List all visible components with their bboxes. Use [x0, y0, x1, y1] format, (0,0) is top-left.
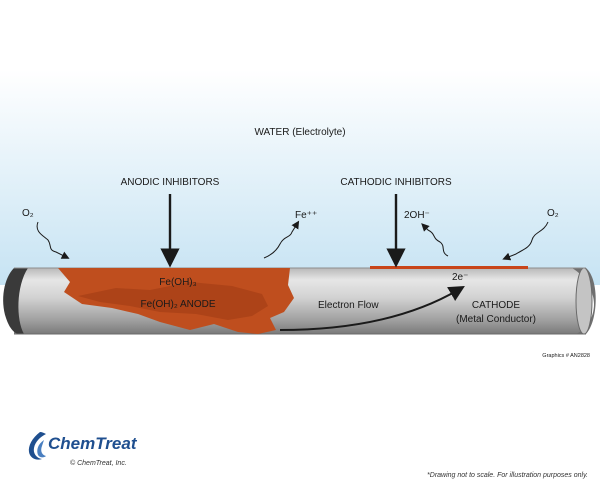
cathode-sub-label: (Metal Conductor) — [456, 314, 536, 325]
brand-name: ChemTreat — [48, 434, 137, 453]
hydroxide-squiggle-arrow — [421, 223, 449, 257]
water-label: WATER (Electrolyte) — [254, 127, 345, 138]
rust-inner-layer — [78, 282, 268, 320]
feoh3-label: Fe(OH)₃ — [159, 277, 196, 288]
cathode-label: CATHODE — [472, 300, 520, 311]
electrons-label: 2e⁻ — [452, 272, 468, 283]
cathodic-inhibitors-label: CATHODIC INHIBITORS — [340, 177, 452, 188]
anode-label: Fe(OH)₂ ANODE — [141, 299, 216, 310]
fe-ion-label: Fe⁺⁺ — [295, 210, 317, 221]
hydroxide-label: 2OH⁻ — [404, 210, 430, 221]
o2-right-label: O₂ — [547, 208, 559, 219]
copyright: © ChemTreat, Inc. — [70, 460, 127, 467]
cathodic-film — [370, 266, 528, 269]
pipe-left-end — [3, 268, 29, 335]
corrosion-diagram: WATER (Electrolyte) ANODIC INHIBITORS CA… — [0, 70, 600, 359]
electron-flow-arrow — [279, 285, 465, 331]
o2-right-squiggle-arrow — [502, 221, 549, 261]
disclaimer-note: *Drawing not to scale. For illustration … — [427, 472, 588, 479]
fe-ion-squiggle-arrow — [263, 220, 300, 259]
o2-left-squiggle-arrow — [36, 221, 70, 259]
electron-flow-label: Electron Flow — [318, 300, 379, 311]
anodic-inhibitors-label: ANODIC INHIBITORS — [121, 177, 220, 188]
water-drop-icon — [28, 432, 46, 460]
o2-left-label: O₂ — [22, 208, 34, 219]
chemtreat-logo: ChemTreat © ChemTreat, Inc. — [26, 430, 166, 480]
water-region — [0, 70, 600, 285]
graphics-id: Graphics # AN2828 — [542, 353, 590, 359]
